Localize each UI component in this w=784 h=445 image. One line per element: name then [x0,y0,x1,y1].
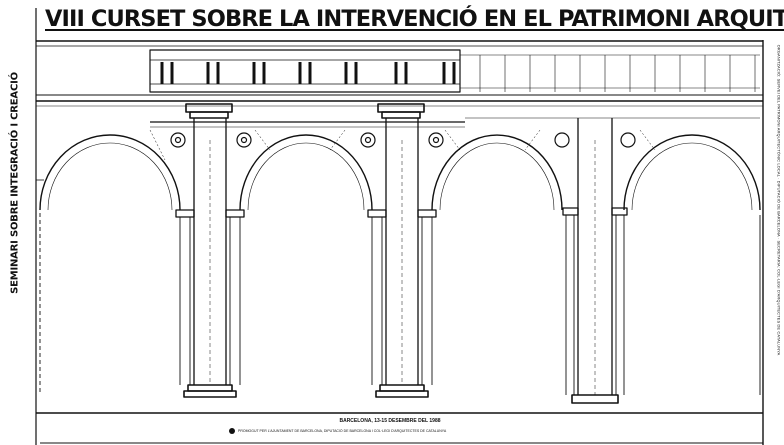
footer-credits-line: PROMOGUT PER L'AJUNTAMENT DE BARCELONA, … [238,429,447,433]
side-label-text: SEMINARI SOBRE INTEGRACIÓ I CREACIÓ [9,72,21,294]
right-margin-note: ORGANITZACIÓ: SERVEI DEL PATRIMONI ARQUI… [775,0,784,445]
poster-title: VIII CURSET SOBRE LA INTERVENCIÓ EN EL P… [45,6,784,32]
logo-icon [229,428,235,434]
footer-date-line: BARCELONA, 13-15 DESEMBRE DEL 1988 [339,418,441,424]
side-label: SEMINARI SOBRE INTEGRACIÓ I CREACIÓ [0,0,30,445]
right-margin-note-text: ORGANITZACIÓ: SERVEI DEL PATRIMONI ARQUI… [776,44,782,356]
